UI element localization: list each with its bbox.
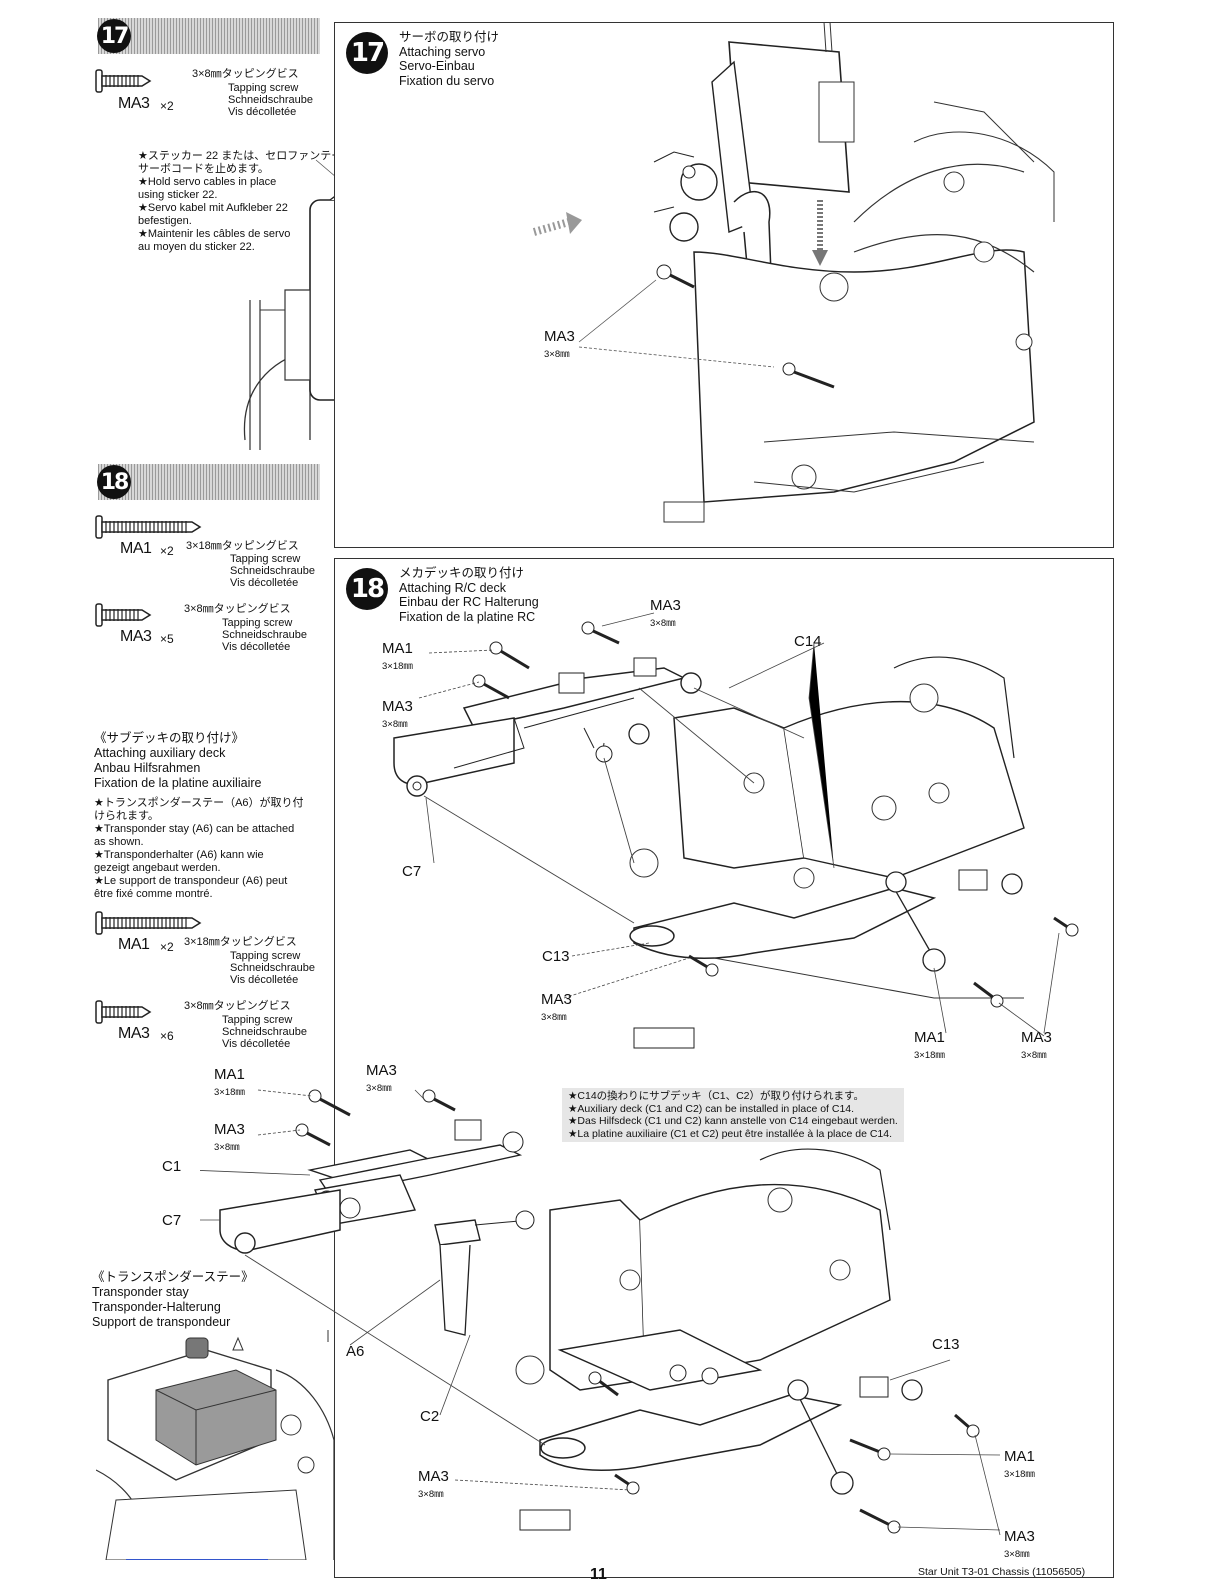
step18-header-bar xyxy=(98,464,320,500)
screw-name-en: Tapping screw xyxy=(222,617,293,629)
lower-label-c1: C1 xyxy=(162,1158,182,1175)
lower-label-ma3-top-size: 3×8㎜ xyxy=(366,1083,392,1094)
label-ma1-right: MA1 xyxy=(914,1029,945,1046)
screw-name-de: Schneidschraube xyxy=(222,629,308,641)
label-ma1-size: 3×18㎜ xyxy=(382,661,413,672)
screw-name-fr: Vis décolletée xyxy=(228,106,297,118)
screw-name-fr: Vis décolletée xyxy=(222,641,291,653)
screw-code-ma3: MA3 xyxy=(118,95,150,112)
document-title: Star Unit T3-01 Chassis (11056505) xyxy=(918,1566,1086,1578)
screw-code-ma1: MA1 xyxy=(118,936,150,953)
transponder-detail-drawing xyxy=(96,1330,335,1560)
lower-label-c13: C13 xyxy=(932,1336,960,1353)
lower-label-a6: A6 xyxy=(346,1343,365,1360)
label-ma3-left-size: 3×8㎜ xyxy=(382,719,408,730)
step17-header-bar xyxy=(98,18,320,54)
rc-deck-drawing xyxy=(393,612,1079,1049)
step17-panel-badge: 17 xyxy=(346,32,388,74)
lower-label-ma3-bottom-size: 3×8㎜ xyxy=(418,1489,444,1500)
label-ma1-right-size: 3×18㎜ xyxy=(914,1050,945,1061)
callout-ma3-size: 3×8㎜ xyxy=(544,349,570,360)
lower-label-ma1-right: MA1 xyxy=(1004,1448,1035,1465)
screw-name-en: Tapping screw xyxy=(230,553,301,565)
step18-panel-badge: 18 xyxy=(346,568,388,610)
screw-qty: ×2 xyxy=(160,544,174,558)
screw-icon-ma3 xyxy=(95,1000,152,1024)
aux-deck-note: ★C14の換わりにサブデッキ（C1、C2）が取り付けられます。 ★Auxilia… xyxy=(562,1088,904,1142)
aux-deck-drawing xyxy=(200,1089,1001,1536)
screw-size-jp: 3×8㎜タッピングビス xyxy=(184,603,291,615)
screw-code-ma3: MA3 xyxy=(120,628,152,645)
lower-label-c2: C2 xyxy=(420,1408,440,1425)
screw-size-jp: 3×8㎜タッピングビス xyxy=(184,1000,291,1012)
lower-label-ma3-bottom: MA3 xyxy=(418,1468,449,1485)
screw-name-fr: Vis décolletée xyxy=(230,974,299,986)
screw-size-jp: 3×8㎜タッピングビス xyxy=(192,68,299,80)
label-ma3-right-size: 3×8㎜ xyxy=(1021,1050,1047,1061)
screw-size-jp: 3×18㎜タッピングビス xyxy=(184,936,297,948)
transponder-stay-title: 《トランスポンダーステー》 Transponder stay Transpond… xyxy=(92,1270,254,1329)
lower-label-ma1-right-size: 3×18㎜ xyxy=(1004,1469,1035,1480)
page-number: 11 xyxy=(590,1566,607,1583)
lower-label-ma3-top: MA3 xyxy=(366,1062,397,1079)
label-c14: C14 xyxy=(794,633,822,650)
step17-title: サーボの取り付け Attaching servo Servo-Einbau Fi… xyxy=(399,30,500,88)
screw-qty: ×6 xyxy=(160,1029,174,1043)
screw-code-ma3: MA3 xyxy=(118,1025,150,1042)
screw-name-en: Tapping screw xyxy=(222,1014,293,1026)
label-ma3-bottom-size: 3×8㎜ xyxy=(541,1012,567,1023)
lower-label-ma1-size: 3×18㎜ xyxy=(214,1087,245,1098)
label-c7: C7 xyxy=(402,863,422,880)
screw-name-de: Schneidschraube xyxy=(230,962,316,974)
lower-label-c7: C7 xyxy=(162,1212,182,1229)
cable-note: ★ステッカー 22 または、セロファンテープ等で サーボコードを止めます。 ★H… xyxy=(138,150,375,253)
screw-icon-ma3 xyxy=(95,603,152,627)
step18-title: メカデッキの取り付け Attaching R/C deck Einbau der… xyxy=(399,566,539,624)
screw-name-fr: Vis décolletée xyxy=(230,577,299,589)
screw-name-de: Schneidschraube xyxy=(228,94,314,106)
footer-rule xyxy=(126,1559,268,1560)
screw-icon-ma1 xyxy=(95,515,202,539)
screw-code-ma1: MA1 xyxy=(120,540,152,557)
screw-size-jp: 3×18㎜タッピングビス xyxy=(186,540,299,552)
label-ma3-top-size: 3×8㎜ xyxy=(650,618,676,629)
screw-name-en: Tapping screw xyxy=(228,82,299,94)
servo-assembly-drawing xyxy=(532,22,1055,523)
lower-label-ma1: MA1 xyxy=(214,1066,245,1083)
lower-label-ma3-right: MA3 xyxy=(1004,1528,1035,1545)
label-ma3-bottom: MA3 xyxy=(541,991,572,1008)
step17-number-badge: 17 xyxy=(97,19,131,53)
screw-name-en: Tapping screw xyxy=(230,950,301,962)
lower-label-ma3-right-size: 3×8㎜ xyxy=(1004,1549,1030,1560)
lower-label-ma3-left: MA3 xyxy=(214,1121,245,1138)
label-ma3-top: MA3 xyxy=(650,597,681,614)
label-ma1: MA1 xyxy=(382,640,413,657)
lower-label-ma3-left-size: 3×8㎜ xyxy=(214,1142,240,1153)
aux-deck-notes: ★トランスポンダーステー（A6）が取り付 けられます。 ★Transponder… xyxy=(94,797,304,900)
label-ma3-right: MA3 xyxy=(1021,1029,1052,1046)
screw-name-de: Schneidschraube xyxy=(230,565,316,577)
label-c13: C13 xyxy=(542,948,570,965)
aux-deck-title: 《サブデッキの取り付け》 Attaching auxiliary deck An… xyxy=(94,731,262,790)
screw-icon-ma1 xyxy=(95,911,202,935)
screw-icon-ma3 xyxy=(95,69,152,93)
callout-ma3-label: MA3 xyxy=(544,328,575,345)
screw-qty: ×2 xyxy=(160,99,174,113)
screw-name-de: Schneidschraube xyxy=(222,1026,308,1038)
step18-number-badge: 18 xyxy=(97,465,131,499)
screw-name-fr: Vis décolletée xyxy=(222,1038,291,1050)
screw-qty: ×5 xyxy=(160,632,174,646)
screw-qty: ×2 xyxy=(160,940,174,954)
label-ma3-left: MA3 xyxy=(382,698,413,715)
